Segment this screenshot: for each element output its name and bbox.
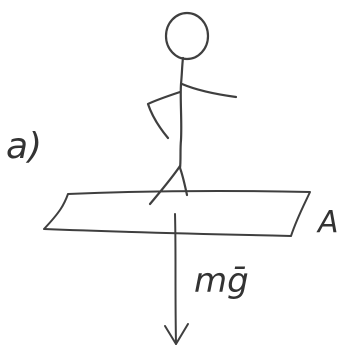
figure-right-leg (178, 166, 189, 197)
figure-right-arm (180, 82, 238, 99)
force-label: mḡ (194, 261, 249, 301)
figure-left-arm (146, 90, 182, 140)
force-arrow-shaft (174, 213, 177, 345)
figure-head (164, 11, 210, 61)
platform-a (43, 189, 311, 237)
force-arrowhead (164, 323, 189, 345)
part-label: a) (6, 126, 42, 167)
stick-figure (146, 11, 238, 206)
platform-label: A (316, 205, 339, 240)
figure-neck-torso (178, 56, 185, 170)
figure-left-leg (148, 164, 182, 206)
gravity-force-arrow (164, 213, 189, 345)
